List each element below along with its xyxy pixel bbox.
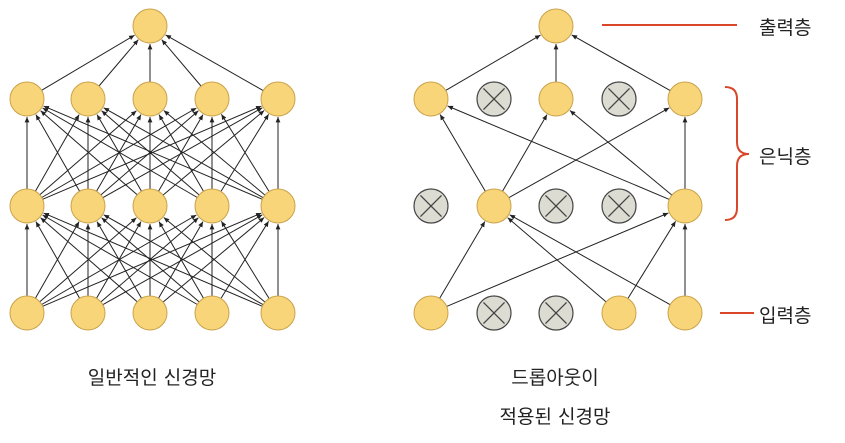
standard-output-node-1 bbox=[132, 8, 168, 44]
dropout-hidden1-node-1-dropped bbox=[413, 188, 449, 224]
standard-input-node-5 bbox=[260, 295, 296, 331]
dropout-edge bbox=[509, 214, 671, 306]
standard-input-node-4 bbox=[194, 295, 230, 331]
standard-edge bbox=[103, 214, 264, 306]
dropout-hidden1-node-3-dropped bbox=[538, 188, 574, 224]
dropout-edge bbox=[508, 107, 670, 199]
dropout-hidden2-node-3 bbox=[538, 81, 574, 117]
dropout-cross-mark bbox=[608, 88, 630, 110]
dropout-hidden2-node-2-dropped bbox=[476, 81, 512, 117]
standard-hidden1-node-3 bbox=[132, 188, 168, 224]
standard-edge bbox=[163, 217, 266, 303]
dropout-cross-mark bbox=[483, 88, 505, 110]
standard-hidden1-node-1 bbox=[9, 188, 45, 224]
standard-edge bbox=[101, 217, 200, 303]
dropout-edge bbox=[507, 217, 607, 303]
dropout-edge bbox=[439, 114, 486, 192]
dropout-edge bbox=[571, 34, 671, 92]
standard-edge bbox=[35, 114, 81, 192]
standard-input-node-3 bbox=[132, 295, 168, 331]
standard-edge bbox=[41, 34, 135, 91]
dropout-network-caption-line2: 적용된 신경망 bbox=[499, 406, 611, 428]
standard-hidden1-node-5 bbox=[260, 188, 296, 224]
standard-hidden2-node-2 bbox=[70, 81, 106, 117]
dropout-edge bbox=[569, 110, 673, 196]
dropout-cross-mark bbox=[608, 195, 630, 217]
standard-edge bbox=[42, 107, 198, 198]
standard-edge bbox=[162, 110, 265, 196]
dropout-input-node-4 bbox=[601, 295, 637, 331]
dropout-hidden1-node-2 bbox=[476, 188, 512, 224]
standard-edge bbox=[96, 221, 142, 299]
dropout-edge bbox=[445, 34, 541, 91]
standard-edge bbox=[43, 105, 263, 200]
standard-edge bbox=[101, 110, 200, 196]
input-layer-label: 입력층 bbox=[759, 305, 812, 327]
dropout-edge bbox=[439, 221, 486, 299]
standard-edge bbox=[42, 214, 198, 305]
dropout-hidden1-node-4-dropped bbox=[601, 188, 637, 224]
connections bbox=[24, 34, 688, 307]
dropout-input-node-5 bbox=[667, 295, 703, 331]
neurons bbox=[9, 8, 703, 331]
standard-edge bbox=[98, 39, 139, 87]
standard-edge bbox=[162, 217, 265, 303]
dropout-hidden2-node-4-dropped bbox=[601, 81, 637, 117]
standard-hidden2-node-3 bbox=[132, 81, 168, 117]
standard-edge bbox=[96, 114, 142, 192]
dropout-input-node-2-dropped bbox=[476, 295, 512, 331]
dropout-edge bbox=[502, 114, 548, 192]
dropout-cross-mark bbox=[420, 195, 442, 217]
standard-edge bbox=[40, 217, 138, 303]
standard-edge bbox=[158, 114, 204, 192]
dropout-edge bbox=[627, 221, 677, 299]
dropout-cross-mark bbox=[483, 302, 505, 324]
standard-edge bbox=[163, 110, 266, 196]
standard-input-node-1 bbox=[9, 295, 45, 331]
dropout-input-node-3-dropped bbox=[538, 295, 574, 331]
standard-hidden2-node-5 bbox=[260, 81, 296, 117]
dropout-hidden2-node-1 bbox=[413, 81, 449, 117]
standard-edge bbox=[220, 221, 270, 299]
standard-edge bbox=[40, 110, 138, 196]
standard-network-caption: 일반적인 신경망 bbox=[87, 367, 217, 389]
standard-edge bbox=[43, 212, 263, 307]
dropout-network-caption-line1: 드롭아웃이 bbox=[511, 367, 599, 389]
dropout-output-node-1 bbox=[538, 8, 574, 44]
standard-edge bbox=[158, 221, 204, 299]
dropout-input-node-1 bbox=[413, 295, 449, 331]
standard-edge bbox=[165, 34, 264, 92]
dropout-cross-mark bbox=[545, 195, 567, 217]
standard-edge bbox=[103, 107, 264, 199]
hidden-layer-label: 은닉층 bbox=[759, 146, 812, 168]
dropout-hidden2-node-5 bbox=[667, 81, 703, 117]
standard-edge bbox=[220, 114, 270, 192]
standard-hidden1-node-4 bbox=[194, 188, 230, 224]
standard-hidden2-node-4 bbox=[194, 81, 230, 117]
standard-input-node-2 bbox=[70, 295, 106, 331]
standard-edge bbox=[161, 39, 202, 87]
output-layer-label: 출력층 bbox=[759, 17, 812, 39]
dropout-hidden1-node-5 bbox=[667, 188, 703, 224]
dropout-cross-mark bbox=[545, 302, 567, 324]
hidden-layer-bracket bbox=[724, 86, 750, 221]
standard-edge bbox=[35, 221, 81, 299]
standard-hidden1-node-2 bbox=[70, 188, 106, 224]
dropout-edge bbox=[447, 105, 670, 200]
standard-hidden2-node-1 bbox=[9, 81, 45, 117]
